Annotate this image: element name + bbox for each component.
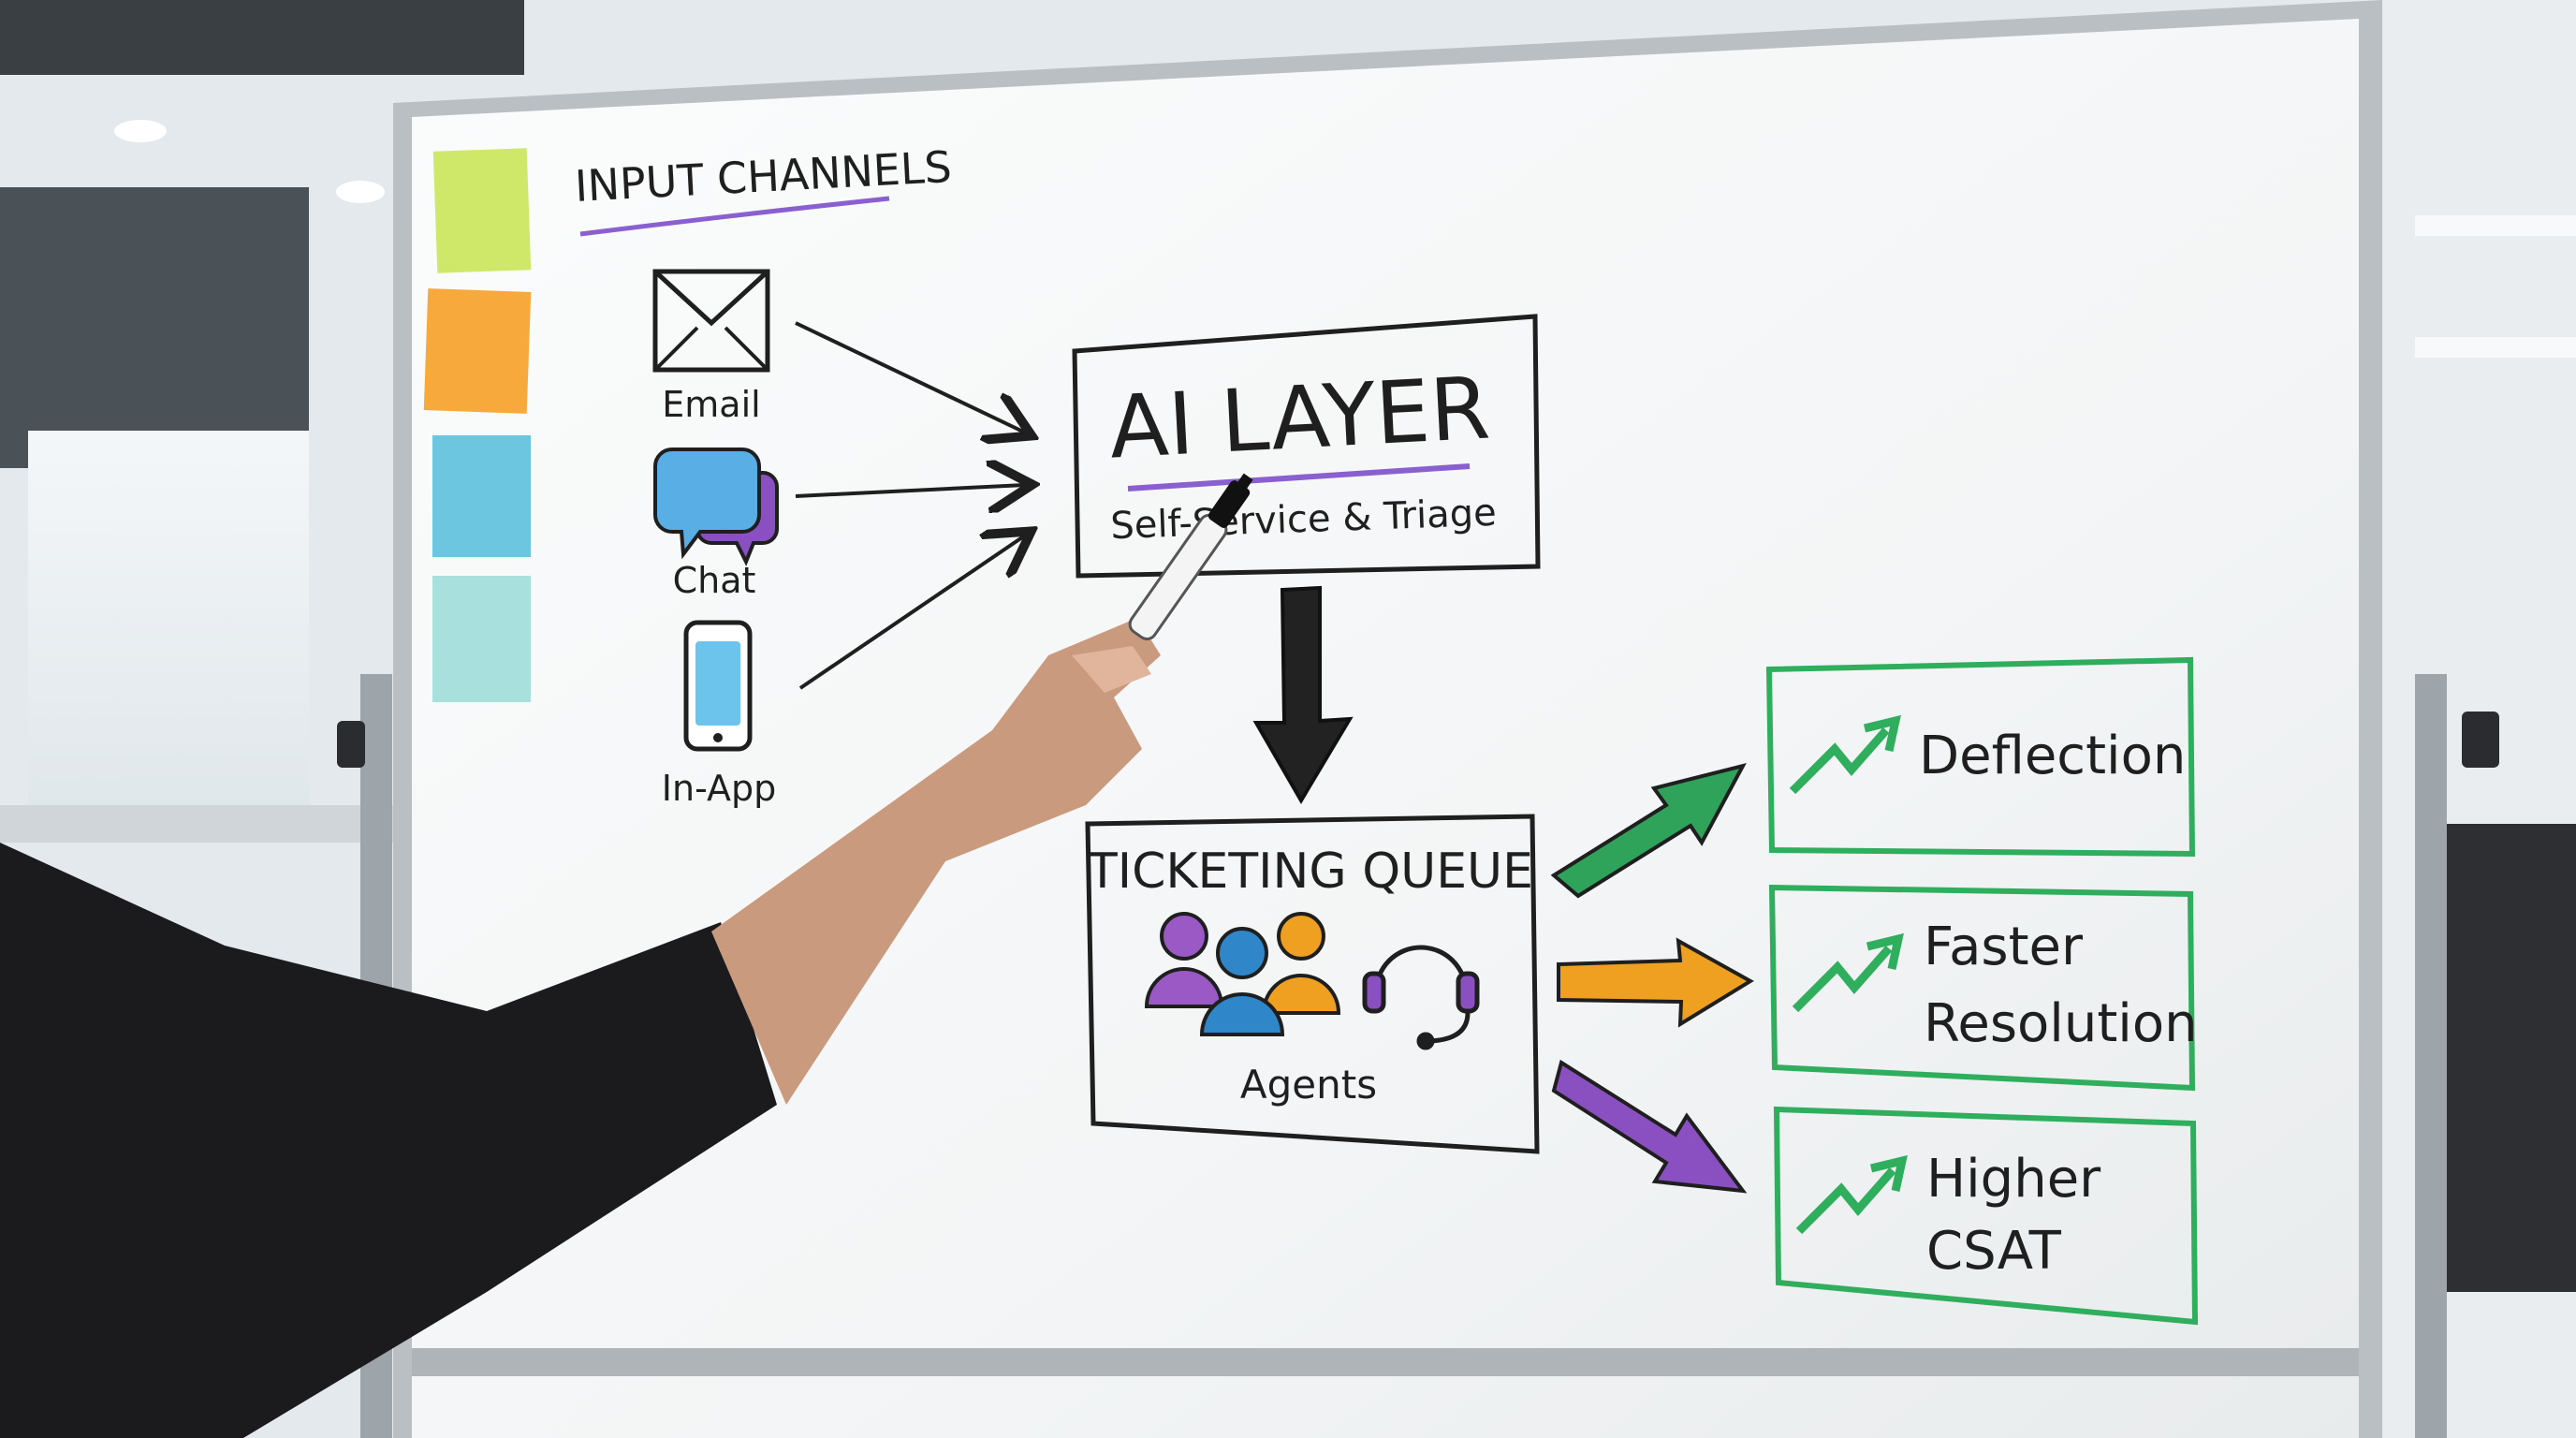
outcome-label-deflection: Deflection bbox=[1919, 726, 2186, 786]
channel-label-in-app: In-App bbox=[662, 768, 776, 809]
queue-caption: Agents bbox=[1240, 1062, 1377, 1108]
channel-label-chat: Chat bbox=[673, 560, 756, 601]
channel-label-email: Email bbox=[662, 384, 760, 425]
sticky-note-blue bbox=[432, 435, 531, 557]
smartphone-icon bbox=[686, 623, 750, 749]
queue-title: TICKETING QUEUE bbox=[1087, 844, 1533, 900]
outcome-label-csat: CSAT bbox=[1926, 1221, 2062, 1282]
sticky-note-teal bbox=[432, 576, 531, 702]
outcome-label-higher: Higher bbox=[1926, 1149, 2101, 1210]
outcome-label-faster: Faster bbox=[1924, 917, 2084, 977]
ai-layer-title: AI LAYER bbox=[1106, 358, 1492, 477]
sticky-note-orange bbox=[424, 288, 531, 414]
whiteboard bbox=[337, 0, 2499, 1438]
outcome-label-resolution: Resolution bbox=[1924, 993, 2198, 1054]
sticky-note-green bbox=[433, 148, 531, 272]
